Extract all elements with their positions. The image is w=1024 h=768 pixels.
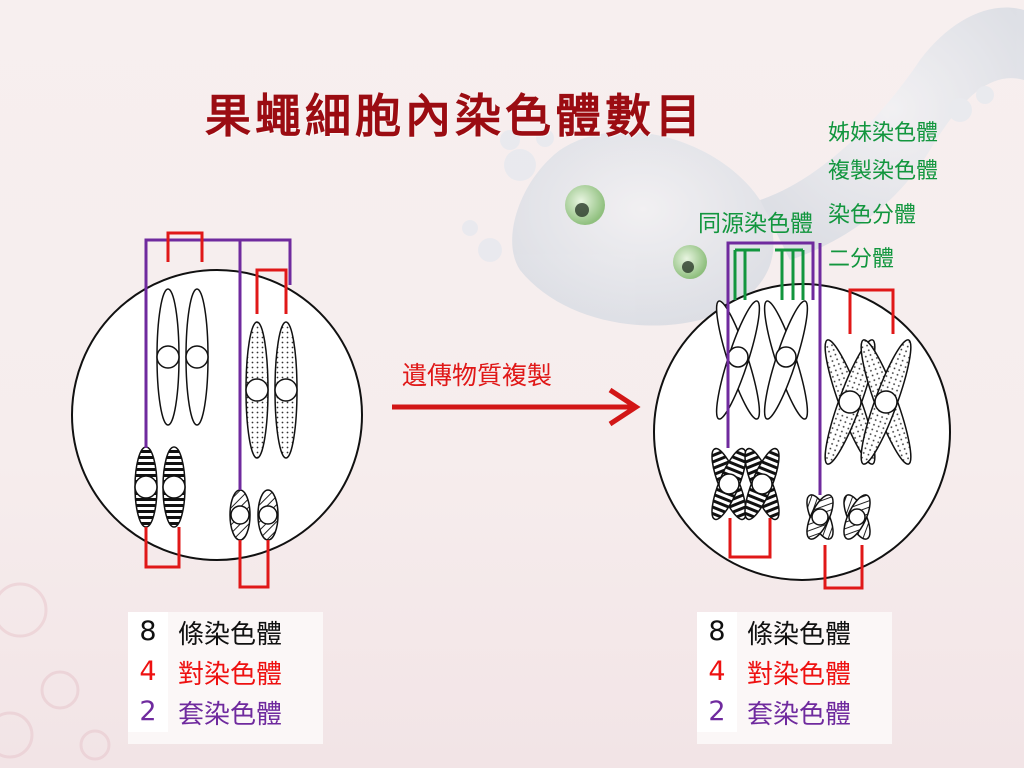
annotation-dyad: 二分體 <box>828 247 895 272</box>
chromosome-set-brackets <box>144 238 292 490</box>
annotation-replicated-chromosome: 複製染色體 <box>828 159 939 184</box>
bubbles <box>0 582 111 761</box>
replicated-chromosome-striped <box>711 447 780 521</box>
replicated-chromosome-hatched <box>806 494 871 540</box>
legend-row-pairs: 4 對染色體 <box>697 652 892 692</box>
legend-row-pairs: 4 對染色體 <box>128 652 323 692</box>
annotation-sister-chromatid: 姊妹染色體 <box>828 121 939 146</box>
cell-before-replication <box>71 231 363 589</box>
legend-num: 8 <box>697 612 737 652</box>
legend-label: 套染色體 <box>747 699 852 730</box>
legend-row-count: 8 條染色體 <box>697 612 892 652</box>
chromosome-pair-striped <box>134 446 186 528</box>
legend-row-sets: 2 套染色體 <box>697 692 892 732</box>
legend-after: 8 條染色體 4 對染色體 2 套染色體 <box>697 612 892 744</box>
legend-label: 對染色體 <box>178 659 283 690</box>
homologous-pair-brackets <box>144 231 288 589</box>
legend-num: 8 <box>128 612 168 652</box>
page-title: 果蠅細胞內染色體數目 <box>205 89 705 143</box>
replicated-chromosome-plain <box>715 300 809 420</box>
legend-row-sets: 2 套染色體 <box>128 692 323 732</box>
legend-num: 2 <box>697 692 737 732</box>
arrow-label: 遺傳物質複製 <box>402 361 553 390</box>
cell-after-replication <box>653 241 951 590</box>
legend-num: 4 <box>697 652 737 692</box>
legend-label: 對染色體 <box>747 659 852 690</box>
chromosome-pair-plain <box>156 288 209 426</box>
legend-label: 條染色體 <box>747 619 852 650</box>
replication-arrow <box>392 387 641 427</box>
legend-label: 套染色體 <box>178 699 283 730</box>
sister-chromatid-brackets <box>733 248 805 300</box>
homologous-pair-brackets-right <box>728 288 895 590</box>
gecko-illustration <box>462 7 1024 326</box>
chromosome-set-brackets-right <box>726 241 822 495</box>
legend-num: 2 <box>128 692 168 732</box>
legend-num: 4 <box>128 652 168 692</box>
legend-row-count: 8 條染色體 <box>128 612 323 652</box>
legend-label: 條染色體 <box>178 619 283 650</box>
chromosome-pair-dotted <box>245 321 298 459</box>
legend-before: 8 條染色體 4 對染色體 2 套染色體 <box>128 612 323 744</box>
replicated-chromosome-dotted <box>824 339 912 465</box>
annotation-tetrad: 染色分體 <box>828 203 917 228</box>
annotation-homologous-chromosome: 同源染色體 <box>698 211 813 237</box>
